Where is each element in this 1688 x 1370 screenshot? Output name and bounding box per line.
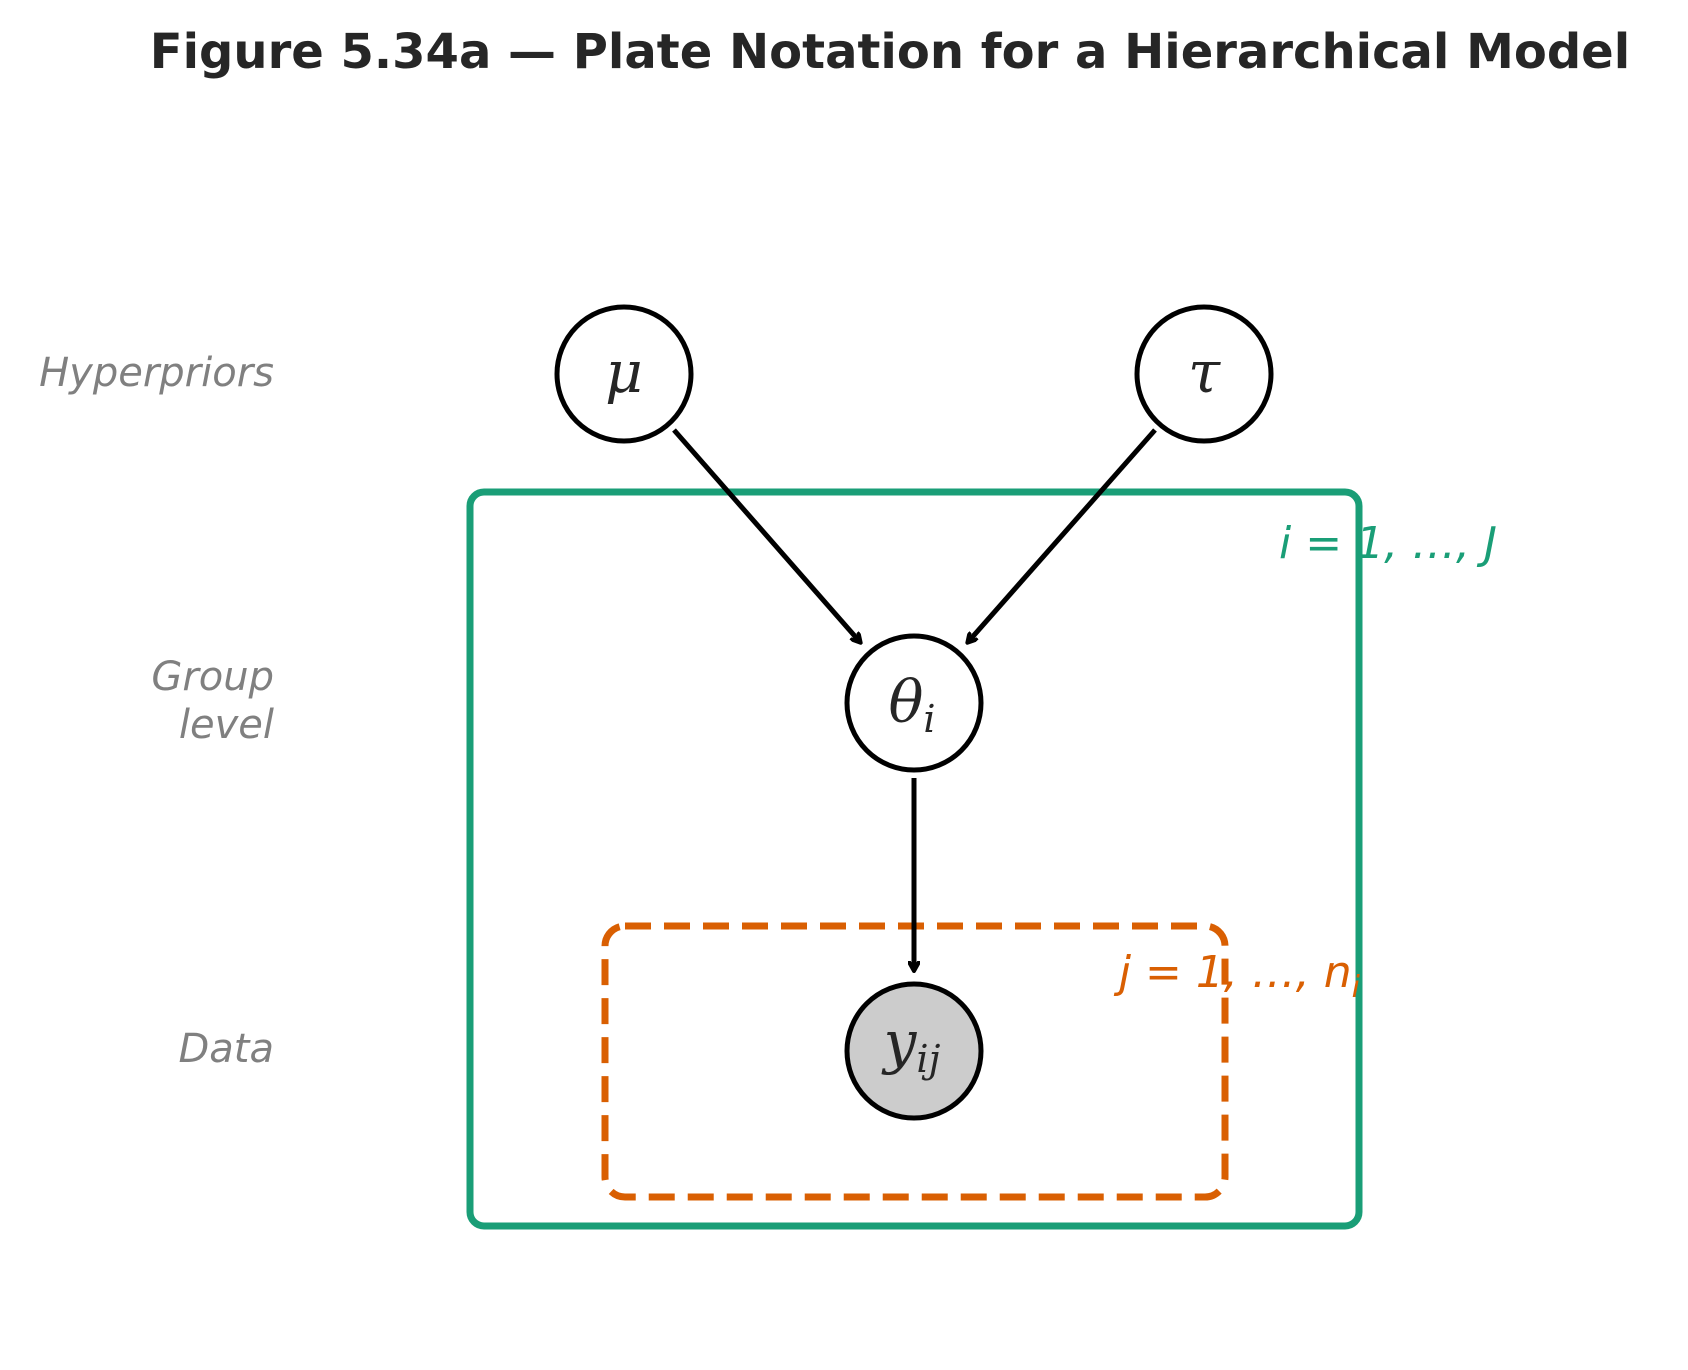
node-mu: μ: [554, 304, 694, 444]
node-y-symbol: y: [881, 1008, 918, 1076]
node-mu-symbol: μ: [605, 338, 643, 406]
inner-plate-label: j = 1, …, ni: [1114, 947, 1361, 1005]
node-theta-circle: [844, 633, 984, 773]
node-tau-circle: [1134, 304, 1274, 444]
node-y-label: yij: [881, 1008, 941, 1081]
outer-plate-label: i = 1, …, J: [1279, 518, 1497, 569]
row-label-group-line1: Group: [151, 654, 274, 700]
node-tau: τ: [1134, 304, 1274, 444]
node-theta-label: θi: [888, 668, 935, 741]
edge-tau-to-theta: [968, 428, 1157, 642]
node-theta-symbol: θ: [888, 668, 923, 736]
row-label-hyperpriors: Hyperpriors: [39, 350, 274, 396]
node-theta: θi: [844, 633, 984, 773]
row-label-group-line2: level: [179, 702, 274, 748]
outer-plate: [466, 488, 1363, 1230]
figure-title: Figure 5.34a — Plate Notation for a Hier…: [150, 24, 1630, 80]
inner-plate-label-main: j = 1, …, n: [1114, 947, 1352, 998]
node-tau-symbol: τ: [1188, 338, 1221, 406]
node-mu-circle: [554, 304, 694, 444]
node-y-circle: [844, 981, 984, 1121]
row-label-data: Data: [178, 1026, 274, 1072]
inner-plate-label-sub: i: [1352, 970, 1361, 1005]
node-y: yij: [844, 981, 984, 1121]
node-theta-subscript: i: [923, 697, 935, 741]
edge-mu-to-theta: [672, 428, 860, 642]
node-y-subscript: ij: [916, 1037, 940, 1081]
